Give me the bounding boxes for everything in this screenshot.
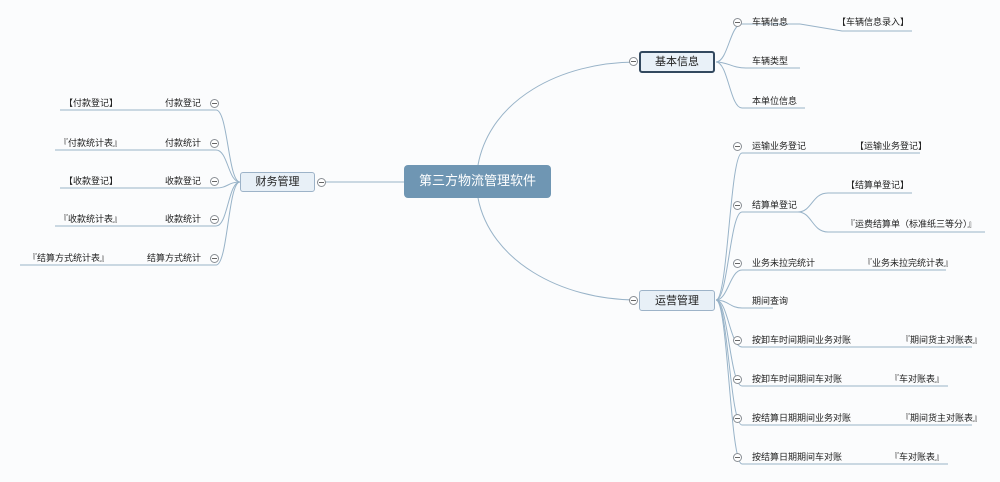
connector bbox=[799, 23, 912, 32]
branch-finance[interactable]: 财务管理 bbox=[240, 172, 315, 192]
note-payment-stats[interactable]: 『付款统计表』 bbox=[59, 139, 123, 149]
node-settlement-method-stats[interactable]: 结算方式统计 bbox=[146, 254, 201, 264]
collapse-icon[interactable] bbox=[210, 99, 219, 108]
note-receipt-registration[interactable]: 【收款登记】 bbox=[64, 177, 119, 187]
note-vehicle-entry[interactable]: 【车辆信息录入】 bbox=[837, 18, 910, 28]
node-unload-vehicle-reconcile[interactable]: 按卸车时间期间车对账 bbox=[752, 375, 843, 385]
note-vehicle-reconcile-2[interactable]: 『车对账表』 bbox=[890, 453, 945, 463]
collapse-icon[interactable] bbox=[733, 453, 742, 462]
note-vehicle-reconcile[interactable]: 『车对账表』 bbox=[890, 375, 945, 385]
note-receipt-stats[interactable]: 『收款统计表』 bbox=[59, 215, 123, 225]
collapse-icon[interactable] bbox=[733, 259, 742, 268]
collapse-icon[interactable] bbox=[629, 57, 638, 66]
node-unload-business-reconcile[interactable]: 按卸车时间期间业务对账 bbox=[752, 336, 852, 346]
collapse-icon[interactable] bbox=[733, 414, 742, 423]
node-vehicle-type[interactable]: 车辆类型 bbox=[752, 57, 789, 67]
connector bbox=[477, 197, 638, 301]
node-payment-stats[interactable]: 付款统计 bbox=[164, 139, 201, 149]
connector bbox=[797, 192, 912, 213]
collapse-icon[interactable] bbox=[210, 215, 219, 224]
note-unfinished-stats[interactable]: 『业务未拉完统计表』 bbox=[863, 259, 954, 269]
connector bbox=[715, 299, 860, 348]
note-shipper-reconcile-2[interactable]: 『期间货主对账表』 bbox=[901, 414, 983, 424]
connector bbox=[160, 109, 241, 183]
connector bbox=[140, 181, 241, 266]
connector bbox=[715, 61, 805, 109]
branch-operations[interactable]: 运营管理 bbox=[639, 290, 715, 311]
note-payment-registration[interactable]: 【付款登记】 bbox=[64, 99, 119, 109]
node-receipt-stats[interactable]: 收款统计 bbox=[164, 215, 201, 225]
node-company-info[interactable]: 本单位信息 bbox=[752, 97, 798, 107]
note-freight-settlement[interactable]: 『运费结算单（标准纸三等分）』 bbox=[846, 220, 977, 230]
root-node[interactable]: 第三方物流管理软件 bbox=[404, 165, 551, 198]
collapse-icon[interactable] bbox=[733, 375, 742, 384]
node-payment-registration[interactable]: 付款登记 bbox=[164, 99, 201, 109]
connector bbox=[160, 149, 241, 183]
connector bbox=[715, 269, 820, 301]
collapse-icon[interactable] bbox=[210, 254, 219, 263]
connector bbox=[715, 23, 800, 63]
note-settlement-method-stats[interactable]: 『结算方式统计表』 bbox=[28, 254, 110, 264]
connector bbox=[715, 299, 845, 465]
connector bbox=[477, 61, 638, 166]
node-settle-business-reconcile[interactable]: 按结算日期期间业务对账 bbox=[752, 414, 852, 424]
node-period-query[interactable]: 期间查询 bbox=[752, 297, 789, 307]
node-receipt-registration[interactable]: 收款登记 bbox=[164, 177, 201, 187]
node-unfinished-stats[interactable]: 业务未拉完统计 bbox=[752, 259, 816, 269]
note-shipper-reconcile[interactable]: 『期间货主对账表』 bbox=[901, 336, 983, 346]
collapse-icon[interactable] bbox=[629, 296, 638, 305]
connector bbox=[715, 61, 800, 69]
node-vehicle-info[interactable]: 车辆信息 bbox=[752, 18, 789, 28]
collapse-icon[interactable] bbox=[210, 139, 219, 148]
note-transport-registration[interactable]: 【运输业务登记】 bbox=[855, 142, 928, 152]
collapse-icon[interactable] bbox=[210, 177, 219, 186]
connector bbox=[715, 152, 808, 301]
collapse-icon[interactable] bbox=[733, 336, 742, 345]
connector bbox=[160, 181, 241, 227]
collapse-icon[interactable] bbox=[317, 178, 326, 187]
connector bbox=[160, 181, 241, 189]
collapse-icon[interactable] bbox=[733, 201, 742, 210]
collapse-icon[interactable] bbox=[733, 142, 742, 151]
node-settle-vehicle-reconcile[interactable]: 按结算日期期间车对账 bbox=[752, 453, 843, 463]
branch-basic-info[interactable]: 基本信息 bbox=[639, 51, 715, 73]
connector bbox=[715, 299, 860, 426]
connector bbox=[715, 299, 773, 309]
connector bbox=[715, 211, 798, 301]
connector bbox=[797, 211, 985, 233]
node-transport-registration[interactable]: 运输业务登记 bbox=[752, 142, 807, 152]
collapse-icon[interactable] bbox=[733, 18, 742, 27]
node-settlement-registration[interactable]: 结算单登记 bbox=[752, 201, 798, 211]
note-settlement-registration[interactable]: 【结算单登记】 bbox=[846, 181, 910, 191]
